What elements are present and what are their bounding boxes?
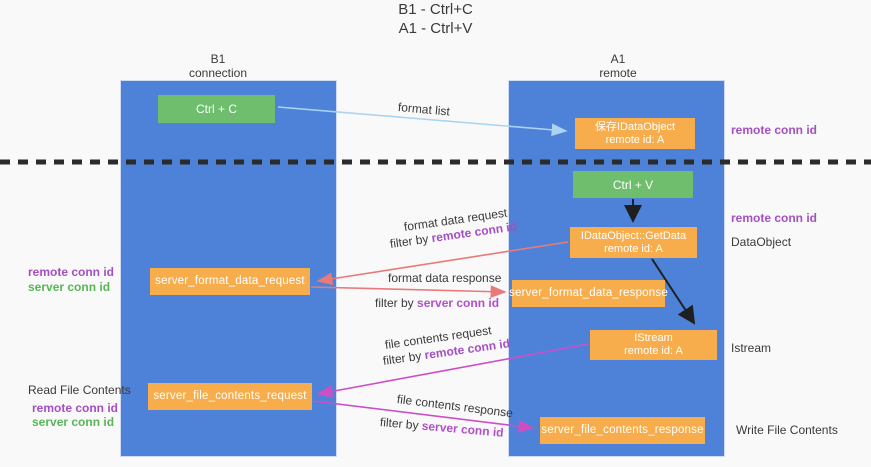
format-data-response-filter-label: filter by server conn id xyxy=(375,296,499,310)
lane-header-a1: A1 remote xyxy=(538,52,698,80)
server-conn-id-label-left-1: server conn id xyxy=(28,280,111,294)
dataobject-label: DataObject xyxy=(731,235,792,249)
format-data-response-arrow xyxy=(310,285,507,299)
ctrl-v-box: Ctrl + V xyxy=(573,171,693,198)
lane-header-b1: B1 connection xyxy=(138,52,298,80)
read-file-contents-label: Read File Contents xyxy=(28,383,131,397)
server-file-contents-request-box: server_file_contents_request xyxy=(148,383,312,410)
file-contents-response-label: file contents response xyxy=(396,392,514,421)
ctrl-c-box: Ctrl + C xyxy=(158,95,275,123)
server-file-contents-response-label: server_file_contents_response xyxy=(541,424,704,436)
save-idataobject-line2: remote id: A xyxy=(605,133,665,146)
filter-by-text: filter by xyxy=(389,231,433,251)
server-format-data-response-box: server_format_data_response xyxy=(509,280,668,307)
server-format-data-request-box: server_format_data_request xyxy=(150,268,310,295)
getdata-line1: IDataObject::GetData xyxy=(580,229,687,242)
file-contents-response-filter-label: filter by server conn id xyxy=(379,415,504,440)
filter-by-text: filter by xyxy=(379,415,423,433)
istream-side-label: Istream xyxy=(731,341,772,355)
server-conn-id-keyword: server conn id xyxy=(421,418,505,440)
server-format-data-response-label: server_format_data_response xyxy=(509,287,668,299)
idataobject-getdata-box: IDataObject::GetData remote id: A xyxy=(570,227,697,258)
server-conn-id-keyword: server conn id xyxy=(417,296,500,310)
lane-b1-title: B1 xyxy=(210,52,226,66)
lane-b1-subtitle: connection xyxy=(188,66,248,80)
lane-a1-subtitle: remote xyxy=(599,66,637,80)
remote-conn-id-label-mid-right: remote conn id xyxy=(731,211,818,225)
save-idataobject-line1: 保存IDataObject xyxy=(594,120,676,133)
format-data-response-label: format data response xyxy=(388,271,502,285)
diagram-title-line1: B1 - Ctrl+C xyxy=(398,1,473,18)
write-file-contents-label: Write File Contents xyxy=(736,423,838,437)
server-conn-id-label-left-2: server conn id xyxy=(32,415,115,429)
diagram-title-line2: A1 - Ctrl+V xyxy=(398,20,473,37)
istream-line2: remote id: A xyxy=(624,345,683,357)
diagram-title: B1 - Ctrl+C A1 - Ctrl+V xyxy=(0,0,871,38)
ctrl-c-label: Ctrl + C xyxy=(195,102,237,116)
remote-conn-id-label-left-2: remote conn id xyxy=(32,401,119,415)
lane-a1-title: A1 xyxy=(610,52,626,66)
server-format-data-request-label: server_format_data_request xyxy=(155,275,305,287)
remote-conn-id-label-top-right: remote conn id xyxy=(731,123,818,137)
istream-line1: IStream xyxy=(634,332,673,344)
ctrl-v-label: Ctrl + V xyxy=(612,177,654,192)
format-list-label: format list xyxy=(397,100,451,119)
getdata-line2: remote id: A xyxy=(604,242,663,255)
istream-box: IStream remote id: A xyxy=(590,330,717,360)
server-file-contents-response-box: server_file_contents_response xyxy=(540,417,705,444)
filter-by-text: filter by xyxy=(375,296,418,310)
remote-conn-id-label-left-1: remote conn id xyxy=(28,265,115,279)
save-idataobject-box: 保存IDataObject remote id: A xyxy=(575,118,695,149)
server-file-contents-request-label: server_file_contents_request xyxy=(153,390,307,402)
